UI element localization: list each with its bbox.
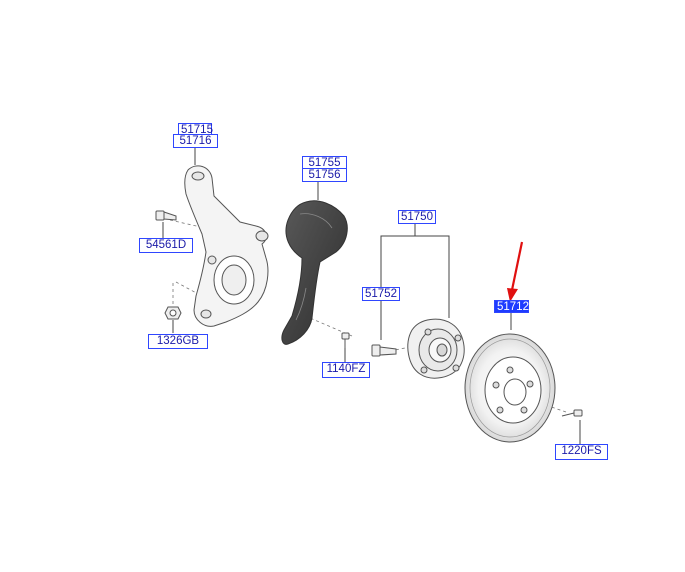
part-label-knuckle-lh[interactable]: 51715 — [178, 123, 213, 136]
steering-knuckle — [184, 165, 269, 327]
hub-bolt — [371, 344, 397, 357]
part-label-hub-assembly[interactable]: 51750 — [398, 210, 436, 224]
highlight-arrow-icon — [507, 241, 524, 302]
knuckle-nut — [164, 306, 182, 320]
part-label-cover-screw[interactable]: 1140FZ — [322, 362, 370, 378]
hub-assembly — [407, 318, 465, 379]
leader-lines — [162, 147, 581, 444]
part-label-dust-cover-rh[interactable]: 51756 — [302, 168, 347, 182]
part-label-brake-disc[interactable]: 51712 — [494, 300, 529, 313]
part-label-hub-bolt[interactable]: 51752 — [362, 287, 400, 301]
part-label-knuckle-nut[interactable]: 1326GB — [148, 334, 208, 349]
cover-screw — [341, 332, 350, 348]
disc-screw — [561, 409, 583, 417]
part-label-knuckle-bolt[interactable]: 54561D — [139, 238, 193, 253]
knuckle-bolt — [155, 210, 177, 221]
part-label-knuckle-rh[interactable]: 51716 — [173, 134, 218, 148]
brake-disc — [464, 333, 556, 443]
part-label-disc-screw[interactable]: 1220FS — [555, 444, 608, 460]
dust-cover — [281, 200, 348, 345]
